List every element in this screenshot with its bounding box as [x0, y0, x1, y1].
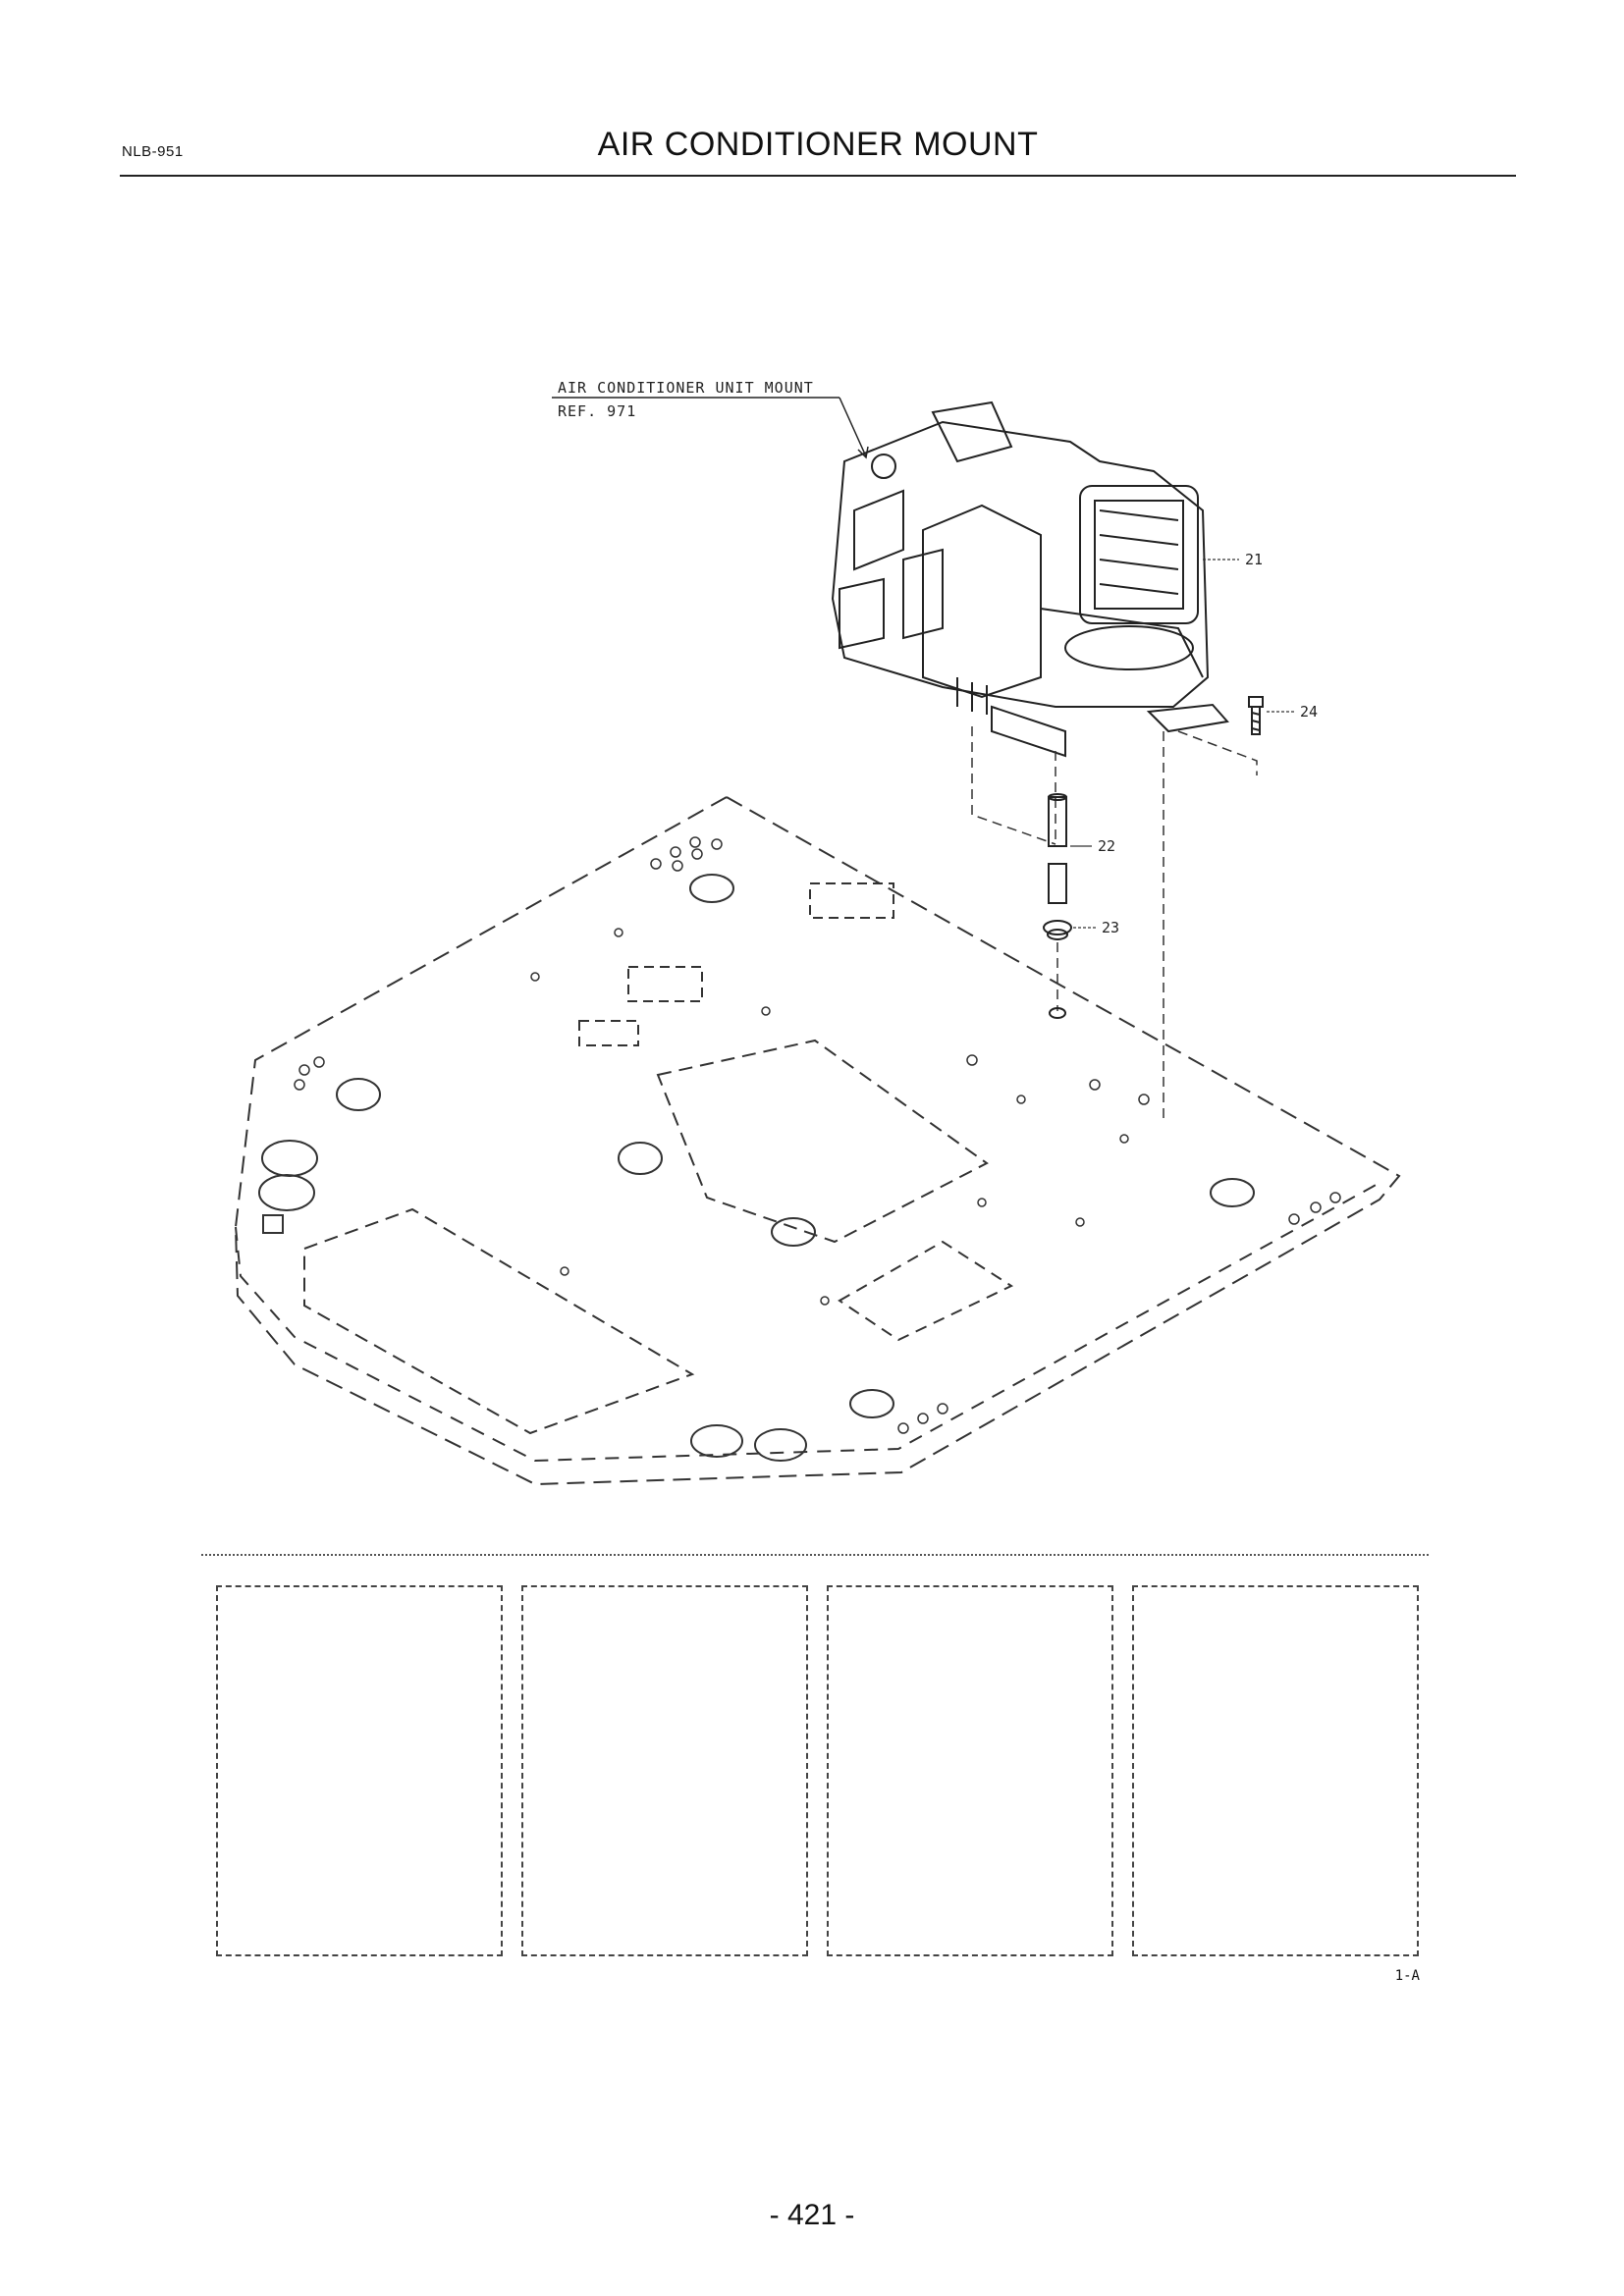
reference-leader: [839, 397, 867, 457]
page-header: NLB-951 AIR CONDITIONER MOUNT: [120, 126, 1516, 177]
document-code: NLB-951: [122, 143, 184, 160]
callout-22: 22: [1098, 837, 1115, 855]
reference-arrow: [857, 446, 869, 459]
parts-list-box: [521, 1585, 808, 1956]
parts-list-box: [827, 1585, 1113, 1956]
part-23-grommet: [1043, 920, 1072, 1019]
floor-plate: [234, 795, 1401, 1486]
sheet-reference: 1-A: [1394, 1968, 1420, 1984]
callout-21: 21: [1245, 551, 1263, 568]
callout-23: 23: [1102, 919, 1119, 936]
callout-24: 24: [1300, 703, 1318, 721]
parts-list-box: [1132, 1585, 1419, 1956]
page-title: AIR CONDITIONER MOUNT: [597, 126, 1039, 163]
reference-label-line2: REF. 971: [558, 402, 636, 420]
plate-holes: [294, 836, 1341, 1434]
parts-list-area: [216, 1585, 1420, 1956]
parts-list-box: [216, 1585, 503, 1956]
section-separator: [201, 1554, 1429, 1556]
page-number: - 421 -: [769, 2199, 855, 2231]
assembly-leaders: [971, 726, 1258, 1124]
header-rule: [120, 175, 1516, 177]
part-24-bolt: [1248, 696, 1264, 735]
air-conditioner-unit: [831, 400, 1229, 758]
part-22-spacer: [1048, 793, 1067, 904]
reference-label-line1: AIR CONDITIONER UNIT MOUNT: [558, 379, 814, 397]
plate-cutouts: [258, 874, 1255, 1462]
